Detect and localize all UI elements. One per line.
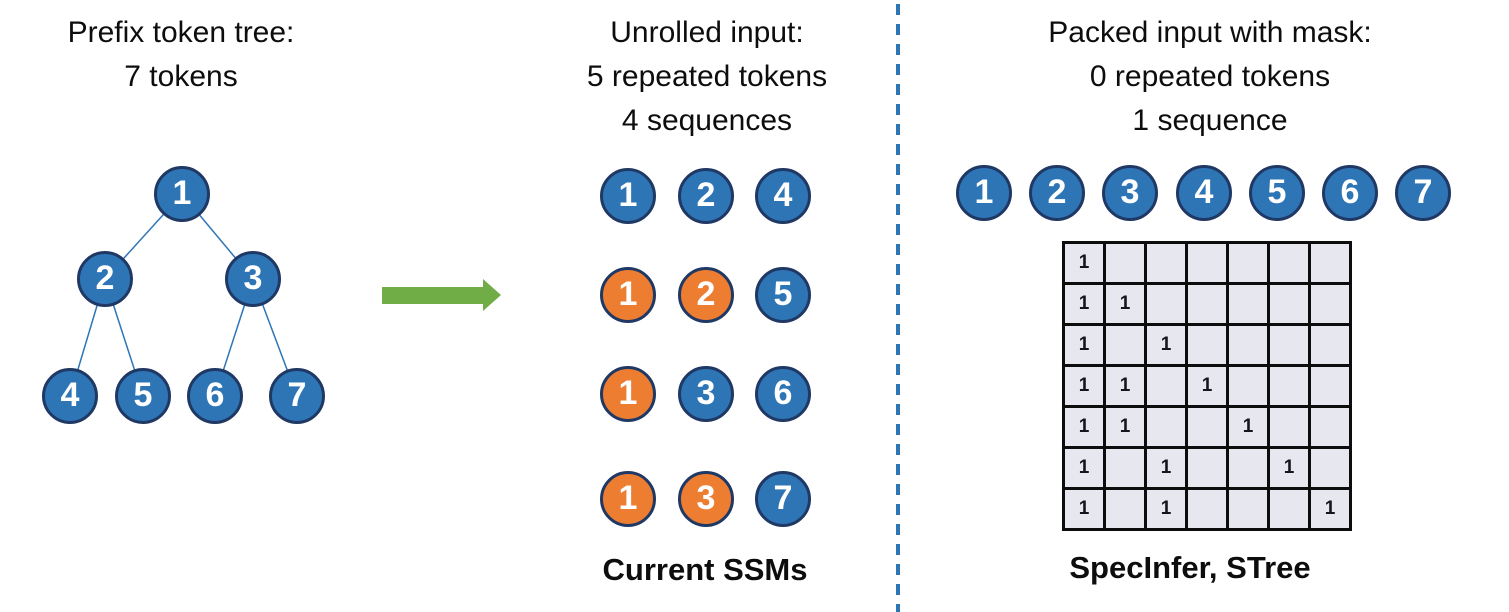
mask-cell-r5-c3 bbox=[1147, 408, 1185, 446]
packed-token-6: 6 bbox=[1322, 165, 1378, 221]
packed-token-3: 3 bbox=[1102, 165, 1158, 221]
mask-cell-r2-c1: 1 bbox=[1065, 285, 1103, 323]
mask-cell-r4-c6 bbox=[1270, 367, 1308, 405]
mask-cell-r2-c2: 1 bbox=[1106, 285, 1144, 323]
mask-cell-r6-c7 bbox=[1311, 449, 1349, 487]
mask-cell-r6-c3: 1 bbox=[1147, 449, 1185, 487]
mask-cell-r6-c1: 1 bbox=[1065, 449, 1103, 487]
current-ssms-caption: Current SSMs bbox=[602, 552, 808, 587]
packed-title-line3: 1 sequence bbox=[1132, 104, 1288, 137]
mask-cell-r4-c7 bbox=[1311, 367, 1349, 405]
packed-input-title: Packed input with mask: 0 repeated token… bbox=[1010, 11, 1410, 143]
mask-cell-r3-c1: 1 bbox=[1065, 326, 1103, 364]
unrolled-token-r4-3: 3 bbox=[678, 471, 734, 527]
tree-node-1: 1 bbox=[154, 166, 210, 222]
prefix-tree-title: Prefix token tree: 7 tokens bbox=[0, 11, 381, 99]
mask-cell-r4-c5 bbox=[1229, 367, 1267, 405]
mask-cell-r7-c5 bbox=[1229, 490, 1267, 528]
packed-title-line2: 0 repeated tokens bbox=[1089, 60, 1331, 93]
mask-cell-r6-c2 bbox=[1106, 449, 1144, 487]
mask-cell-r5-c5: 1 bbox=[1229, 408, 1267, 446]
prefix-tree-title-line1: Prefix token tree: bbox=[67, 16, 295, 49]
mask-cell-r7-c2 bbox=[1106, 490, 1144, 528]
unrolled-title-line1: Unrolled input: bbox=[610, 16, 804, 49]
unrolled-token-r1-4: 4 bbox=[755, 168, 811, 224]
mask-cell-r1-c4 bbox=[1188, 244, 1226, 282]
mask-cell-r7-c1: 1 bbox=[1065, 490, 1103, 528]
unrolled-token-r2-5: 5 bbox=[755, 267, 811, 323]
mask-cell-r3-c2 bbox=[1106, 326, 1144, 364]
unrolled-token-r1-1: 1 bbox=[600, 168, 656, 224]
mask-cell-r1-c1: 1 bbox=[1065, 244, 1103, 282]
mask-cell-r2-c6 bbox=[1270, 285, 1308, 323]
mask-cell-r3-c6 bbox=[1270, 326, 1308, 364]
packed-token-1: 1 bbox=[956, 165, 1012, 221]
unrolled-token-r1-2: 2 bbox=[678, 168, 734, 224]
mask-cell-r3-c4 bbox=[1188, 326, 1226, 364]
panel-divider bbox=[896, 4, 900, 612]
tree-node-4: 4 bbox=[42, 368, 98, 424]
mask-cell-r3-c5 bbox=[1229, 326, 1267, 364]
mask-cell-r4-c3 bbox=[1147, 367, 1185, 405]
mask-cell-r1-c3 bbox=[1147, 244, 1185, 282]
mask-cell-r7-c6 bbox=[1270, 490, 1308, 528]
mask-cell-r4-c4: 1 bbox=[1188, 367, 1226, 405]
mask-cell-r6-c4 bbox=[1188, 449, 1226, 487]
mask-cell-r3-c7 bbox=[1311, 326, 1349, 364]
unrolled-token-r2-2: 2 bbox=[678, 267, 734, 323]
unrolled-input-title: Unrolled input: 5 repeated tokens 4 sequ… bbox=[507, 11, 907, 143]
mask-cell-r1-c6 bbox=[1270, 244, 1308, 282]
packed-token-4: 4 bbox=[1176, 165, 1232, 221]
tree-node-5: 5 bbox=[115, 368, 171, 424]
unrolled-token-r3-6: 6 bbox=[755, 366, 811, 422]
tree-node-2: 2 bbox=[77, 251, 133, 307]
unrolled-title-line3: 4 sequences bbox=[621, 104, 793, 137]
prefix-tree-title-line2: 7 tokens bbox=[124, 60, 238, 93]
mask-cell-r1-c2 bbox=[1106, 244, 1144, 282]
mask-cell-r5-c2: 1 bbox=[1106, 408, 1144, 446]
unrolled-token-r4-1: 1 bbox=[600, 471, 656, 527]
packed-token-2: 2 bbox=[1029, 165, 1085, 221]
mask-cell-r5-c4 bbox=[1188, 408, 1226, 446]
mask-cell-r4-c2: 1 bbox=[1106, 367, 1144, 405]
mask-cell-r7-c4 bbox=[1188, 490, 1226, 528]
mask-cell-r5-c6 bbox=[1270, 408, 1308, 446]
mask-cell-r1-c7 bbox=[1311, 244, 1349, 282]
unrolled-token-r2-1: 1 bbox=[600, 267, 656, 323]
specinfer-stree-caption: SpecInfer, STree bbox=[1069, 550, 1311, 585]
unrolled-token-r3-3: 3 bbox=[678, 366, 734, 422]
mask-cell-r7-c7: 1 bbox=[1311, 490, 1349, 528]
packed-title-line1: Packed input with mask: bbox=[1048, 16, 1372, 49]
mask-cell-r6-c5 bbox=[1229, 449, 1267, 487]
packed-token-5: 5 bbox=[1249, 165, 1305, 221]
mask-cell-r1-c5 bbox=[1229, 244, 1267, 282]
mask-cell-r5-c7 bbox=[1311, 408, 1349, 446]
tree-node-6: 6 bbox=[187, 368, 243, 424]
mask-cell-r6-c6: 1 bbox=[1270, 449, 1308, 487]
tree-node-3: 3 bbox=[225, 251, 281, 307]
tree-node-7: 7 bbox=[269, 368, 325, 424]
mask-cell-r2-c4 bbox=[1188, 285, 1226, 323]
unrolled-title-line2: 5 repeated tokens bbox=[586, 60, 828, 93]
mask-cell-r2-c5 bbox=[1229, 285, 1267, 323]
mask-cell-r2-c3 bbox=[1147, 285, 1185, 323]
unrolled-token-r3-1: 1 bbox=[600, 366, 656, 422]
mask-cell-r5-c1: 1 bbox=[1065, 408, 1103, 446]
mask-cell-r7-c3: 1 bbox=[1147, 490, 1185, 528]
packed-token-7: 7 bbox=[1395, 165, 1451, 221]
mask-cell-r2-c7 bbox=[1311, 285, 1349, 323]
mask-cell-r3-c3: 1 bbox=[1147, 326, 1185, 364]
unrolled-token-r4-7: 7 bbox=[755, 471, 811, 527]
mask-cell-r4-c1: 1 bbox=[1065, 367, 1103, 405]
